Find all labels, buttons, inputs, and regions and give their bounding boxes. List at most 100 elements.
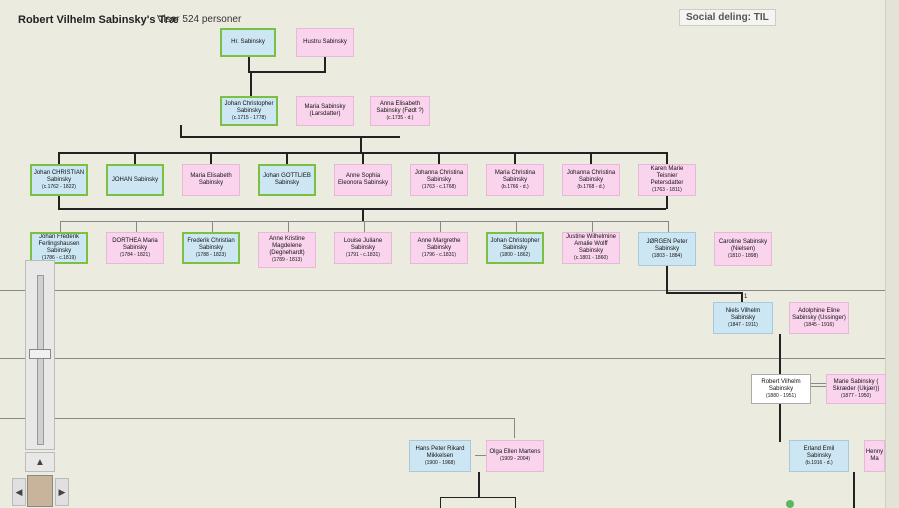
person-card[interactable]: Caroline Sabinsky (Nielsen)(1810 - 1898) <box>714 232 772 266</box>
person-dates: (1845 - 1916) <box>803 321 835 328</box>
person-dates: (1796 - c.1831) <box>422 251 456 258</box>
person-card[interactable]: Johanna Christina Sabinsky(b.1768 - d.) <box>562 164 620 196</box>
person-name: Anne Margrethe Sabinsky <box>417 237 461 251</box>
person-dates: (1784 - 1821) <box>119 251 151 258</box>
tree-title: Robert Vilhelm Sabinsky's Træ <box>18 14 179 26</box>
person-card[interactable]: Maria Elisabeth Sabinsky <box>182 164 240 196</box>
person-dates: (b.1768 - d.) <box>577 183 605 190</box>
person-card[interactable]: Olga Ellen Martens(1909 - 2004) <box>486 440 544 472</box>
person-card[interactable]: Adolphine Eline Sabinsky (Ussinger)(1845… <box>789 302 849 334</box>
person-name: JOHAN Sabinsky <box>111 176 159 183</box>
person-name: Anne Sophia Eleonora Sabinsky <box>337 173 389 186</box>
person-card[interactable]: Hr. Sabinsky <box>220 28 276 57</box>
person-card[interactable]: Hustru Sabinsky <box>296 28 354 57</box>
person-card[interactable]: Erland Emil Sabinsky(b.1916 - d.) <box>789 440 849 472</box>
person-card[interactable]: Louise Juliane Sabinsky(1791 - c.1831) <box>334 232 392 264</box>
person-dates: (c.1762 - 1822) <box>42 183 76 190</box>
person-name: Johanna Christina Sabinsky <box>414 169 464 183</box>
person-card[interactable]: Henny Ma <box>864 440 885 472</box>
zoom-thumb[interactable] <box>29 349 51 359</box>
person-name: Caroline Sabinsky (Nielsen) <box>718 238 768 252</box>
person-card[interactable]: DORTHEA Maria Sabinsky(1784 - 1821) <box>106 232 164 264</box>
person-count: Viser 524 personer <box>157 14 242 25</box>
person-name: Louise Juliane Sabinsky <box>343 237 383 251</box>
person-dates: (1788 - 1823) <box>195 251 227 258</box>
person-card[interactable]: Anne Margrethe Sabinsky(1796 - c.1831) <box>410 232 468 264</box>
person-card[interactable]: Johan GOTTLIEB Sabinsky <box>258 164 316 196</box>
person-dates: (1877 - 1950) <box>840 392 872 399</box>
person-name: Justine Wilhelmine Amalie Wolff Sabinsky <box>565 234 617 254</box>
person-dates: (1810 - 1898) <box>727 252 759 259</box>
person-card[interactable]: Frederik Christian Sabinsky(1788 - 1823) <box>182 232 240 264</box>
person-dates: (1791 - c.1831) <box>346 251 380 258</box>
triangle-left-icon: ◀ <box>15 486 23 497</box>
person-name: Maria Sabinsky (Larsdatter) <box>304 104 346 117</box>
person-dates: (1786 - c.1819) <box>42 255 76 261</box>
person-name: Johan Frederik Ferlingshausen Sabinsky <box>38 234 80 254</box>
person-card[interactable]: Johan Christopher Sabinsky(1800 - 1862) <box>486 232 544 264</box>
person-name: Hustru Sabinsky <box>303 39 347 45</box>
person-card[interactable]: Marie Sabinsky ( Skræder (Ukjær))(1877 -… <box>826 374 886 404</box>
person-card[interactable]: Hans Peter Rikard Mikkelsen(1900 - 1968) <box>409 440 471 472</box>
status-dot-icon <box>786 500 794 508</box>
person-name: Johan CHRISTIAN Sabinsky <box>33 169 85 183</box>
person-dates: (1803 - 1884) <box>651 252 683 259</box>
pan-up-button[interactable]: ▲ <box>25 452 55 472</box>
prev-person-button[interactable]: ◀ <box>12 478 26 506</box>
person-name: Maria Elisabeth Sabinsky <box>190 173 232 186</box>
person-card[interactable]: Johanna Christina Sabinsky(1763 - c.1768… <box>410 164 468 196</box>
person-card[interactable]: Anne Sophia Eleonora Sabinsky <box>334 164 392 196</box>
person-name: JØRGEN Peter Sabinsky <box>646 238 688 252</box>
person-name: Johan GOTTLIEB Sabinsky <box>263 173 311 186</box>
person-card[interactable]: Johan Christopher Sabinsky(c.1715 - 1778… <box>220 96 278 126</box>
person-dates: (1909 - 2004) <box>499 456 531 462</box>
person-card[interactable]: JØRGEN Peter Sabinsky(1803 - 1884) <box>638 232 696 266</box>
person-photo-thumbnail[interactable] <box>27 475 53 507</box>
person-name: Olga Ellen Martens <box>489 449 541 455</box>
person-card[interactable]: Karen Marie Teisnier Petersdatter(1763 -… <box>638 164 696 196</box>
person-card[interactable]: Maria Christina Sabinsky(b.1766 - d.) <box>486 164 544 196</box>
person-name: Marie Sabinsky ( Skræder (Ukjær)) <box>832 378 880 392</box>
person-name: Hans Peter Rikard Mikkelsen <box>415 445 465 459</box>
person-card[interactable]: Maria Sabinsky (Larsdatter) <box>296 96 354 126</box>
person-dates: (1800 - 1862) <box>499 251 531 258</box>
zoom-track[interactable] <box>37 275 44 445</box>
person-name: Adolphine Eline Sabinsky (Ussinger) <box>792 307 846 321</box>
person-card[interactable]: Johan Frederik Ferlingshausen Sabinsky(1… <box>30 232 88 264</box>
person-dates: (1763 - 1811) <box>652 187 682 193</box>
person-dates: (1880 - 1951) <box>765 392 797 399</box>
person-dates: (1847 - 1911) <box>728 321 758 328</box>
person-name: Robert Vilhelm Sabinsky <box>761 378 801 392</box>
person-dates: (c.1735 - d.) <box>386 114 414 121</box>
person-card-root[interactable]: Robert Vilhelm Sabinsky(1880 - 1951) <box>751 374 811 404</box>
person-name: Karen Marie Teisnier Petersdatter <box>650 166 684 186</box>
person-dates: (1900 - 1968) <box>424 459 456 466</box>
next-person-button[interactable]: ▶ <box>55 478 69 506</box>
person-card[interactable]: JOHAN Sabinsky <box>106 164 164 196</box>
person-card[interactable]: Anna Elisabeth Sabinsky (Født ?)(c.1735 … <box>370 96 430 126</box>
person-name: DORTHEA Maria Sabinsky <box>112 237 158 251</box>
person-name: Hr. Sabinsky <box>231 39 265 45</box>
person-dates: (c.1801 - 1860) <box>574 255 608 261</box>
person-name: Frederik Christian Sabinsky <box>187 237 235 251</box>
person-dates: (b.1916 - d.) <box>805 459 833 466</box>
triangle-right-icon: ▶ <box>58 486 66 497</box>
zoom-slider[interactable] <box>25 260 55 450</box>
right-scrollbar[interactable] <box>885 0 899 508</box>
person-name: Niels Vilhelm Sabinsky <box>725 307 761 321</box>
person-name: Johan Christopher Sabinsky <box>490 237 540 251</box>
social-sharing-button[interactable]: Social deling: TIL <box>679 9 776 26</box>
person-name: Anna Elisabeth Sabinsky (Født ?) <box>376 100 424 114</box>
person-card[interactable]: Justine Wilhelmine Amalie Wolff Sabinsky… <box>562 232 620 264</box>
person-card[interactable]: Anne Kristine Magdelene (Degnehardt)(178… <box>258 232 316 268</box>
person-name: Johan Christopher Sabinsky <box>224 100 274 114</box>
person-name: Erland Emil Sabinsky <box>803 445 835 459</box>
person-dates: (b.1766 - d.) <box>501 183 529 190</box>
person-name: Maria Christina Sabinsky <box>494 169 536 183</box>
pedigree-marker: 1 <box>744 294 748 300</box>
person-dates: (c.1715 - 1778) <box>232 114 266 121</box>
person-name: Henny Ma <box>865 449 884 462</box>
person-card[interactable]: Niels Vilhelm Sabinsky(1847 - 1911) <box>713 302 773 334</box>
triangle-up-icon: ▲ <box>35 456 45 468</box>
person-card[interactable]: Johan CHRISTIAN Sabinsky(c.1762 - 1822) <box>30 164 88 196</box>
